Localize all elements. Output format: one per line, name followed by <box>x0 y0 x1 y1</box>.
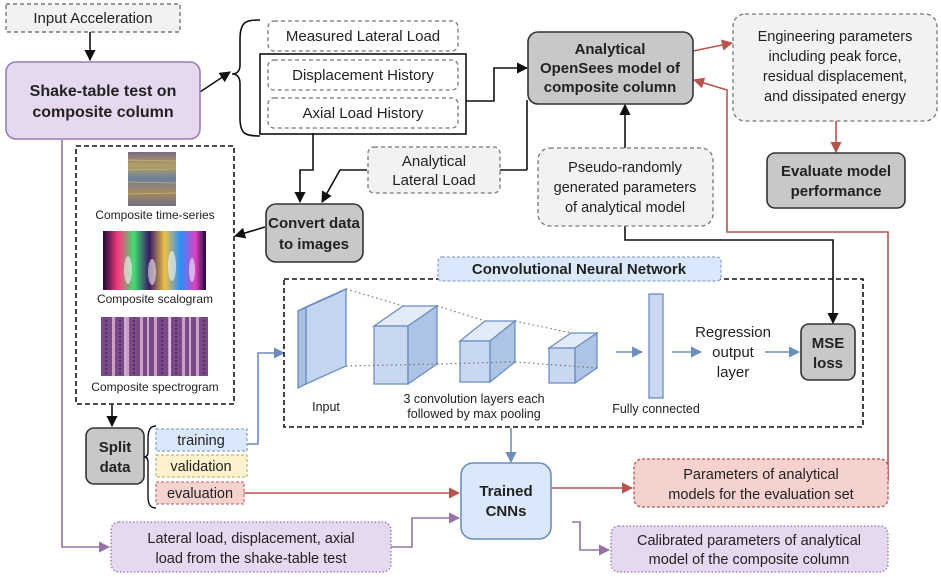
time-series-stripes <box>127 159 177 195</box>
trained-cnns-node: Trained CNNs <box>460 462 552 540</box>
svg-text:evaluation: evaluation <box>167 486 233 502</box>
cnn-input-label: Input <box>312 400 340 414</box>
svg-text:of analytical model: of analytical model <box>565 200 685 216</box>
fully-connected-label: Fully connected <box>612 402 700 416</box>
svg-text:Convert data: Convert data <box>268 215 360 232</box>
shake-table-test-node: Shake-table test on composite column <box>5 61 201 140</box>
svg-text:CNNs: CNNs <box>486 503 527 520</box>
displacement-history-node: Displacement History <box>267 59 459 91</box>
svg-text:data: data <box>100 459 132 476</box>
projection-dots <box>345 288 598 369</box>
connectors <box>61 32 889 556</box>
opensees-model-node: Analytical OpenSees model of composite c… <box>527 31 694 105</box>
svg-text:OpenSees model of: OpenSees model of <box>540 60 681 77</box>
svg-text:loss: loss <box>813 355 843 372</box>
engineering-parameters-node: Engineering parameters including peak fo… <box>732 13 938 122</box>
calibrated-parameters-node: Calibrated parameters of analytical mode… <box>610 525 889 573</box>
cnn-title: Convolutional Neural Network <box>437 256 722 282</box>
regression-label: Regression <box>695 324 771 341</box>
svg-text:Calibrated parameters of analy: Calibrated parameters of analytical <box>637 533 861 549</box>
svg-text:Axial Load History: Axial Load History <box>303 105 424 122</box>
split-brace <box>143 425 157 509</box>
svg-text:Convolutional Neural Network: Convolutional Neural Network <box>472 261 687 278</box>
input-acceleration-node: Input Acceleration <box>5 3 181 33</box>
svg-text:Shake-table test on: Shake-table test on <box>30 83 177 100</box>
evaluation-node: evaluation <box>155 481 245 505</box>
svg-text:generated parameters: generated parameters <box>554 180 697 196</box>
svg-text:Analytical: Analytical <box>575 41 646 58</box>
mse-loss-node: MSE loss <box>800 323 856 381</box>
svg-text:Split: Split <box>99 439 132 456</box>
svg-text:MSE: MSE <box>812 335 845 352</box>
evaluate-model-node: Evaluate model performance <box>766 152 906 209</box>
lateral-load-record-node: Lateral load, displacement, axial load f… <box>110 521 392 573</box>
spectrogram-dividers <box>124 317 191 376</box>
svg-text:including peak force,: including peak force, <box>769 49 902 65</box>
history-group-box <box>259 53 467 135</box>
svg-text:composite column: composite column <box>32 104 173 121</box>
svg-text:Lateral Load: Lateral Load <box>392 172 475 189</box>
split-data-node: Split data <box>85 427 145 485</box>
conv-block-2 <box>458 319 517 384</box>
axial-load-history-node: Axial Load History <box>267 97 459 129</box>
training-node: training <box>155 428 248 452</box>
pseudo-random-parameters-node: Pseudo-randomly generated parameters of … <box>537 147 714 227</box>
svg-text:validation: validation <box>170 459 231 475</box>
svg-text:Parameters of analytical: Parameters of analytical <box>683 467 839 483</box>
conv-block-1 <box>371 304 440 386</box>
validation-node: validation <box>155 454 248 478</box>
svg-text:Engineering parameters: Engineering parameters <box>758 29 913 45</box>
fully-connected-layer <box>648 293 664 399</box>
svg-text:Pseudo-randomly: Pseudo-randomly <box>568 160 682 176</box>
svg-text:Input Acceleration: Input Acceleration <box>33 10 152 27</box>
regression-label-2: output <box>712 344 755 361</box>
evaluation-parameters-node: Parameters of analytical models for the … <box>633 458 889 508</box>
svg-text:to images: to images <box>279 236 349 253</box>
conv-layers-label-2: followed by max pooling <box>407 407 540 421</box>
svg-text:Trained: Trained <box>479 483 532 500</box>
svg-text:Composite scalogram: Composite scalogram <box>97 292 213 306</box>
grouping-brace <box>231 19 261 137</box>
svg-text:Analytical: Analytical <box>402 153 466 170</box>
svg-text:Composite spectrogram: Composite spectrogram <box>91 380 218 394</box>
svg-text:model of the composite column: model of the composite column <box>649 552 850 568</box>
svg-text:Measured Lateral Load: Measured Lateral Load <box>286 28 440 45</box>
svg-text:training: training <box>177 433 225 449</box>
scalogram-highlights <box>124 251 195 285</box>
regression-label-3: layer <box>717 364 750 381</box>
cnn-input-layer <box>297 287 347 390</box>
svg-text:load from the shake-table test: load from the shake-table test <box>155 551 346 567</box>
analytical-lateral-load-node: Analytical Lateral Load <box>367 146 501 194</box>
svg-text:models for the evaluation set: models for the evaluation set <box>668 487 853 503</box>
measured-lateral-load-node: Measured Lateral Load <box>267 20 459 52</box>
svg-text:and dissipated energy: and dissipated energy <box>764 89 907 105</box>
spectrogram-image <box>101 317 208 376</box>
svg-text:performance: performance <box>791 183 882 200</box>
image-panel: Composite time-series Composite scalogra… <box>75 145 235 405</box>
svg-text:Evaluate model: Evaluate model <box>781 163 891 180</box>
svg-text:Displacement History: Displacement History <box>292 67 434 84</box>
conv-layers-label: 3 convolution layers each <box>403 392 544 406</box>
convert-data-node: Convert data to images <box>265 203 364 263</box>
svg-text:composite column: composite column <box>544 79 677 96</box>
svg-text:residual displacement,: residual displacement, <box>763 69 907 85</box>
conv-block-3 <box>546 331 600 385</box>
svg-text:Lateral load, displacement, ax: Lateral load, displacement, axial <box>147 531 354 547</box>
svg-text:Composite time-series: Composite time-series <box>95 208 214 222</box>
